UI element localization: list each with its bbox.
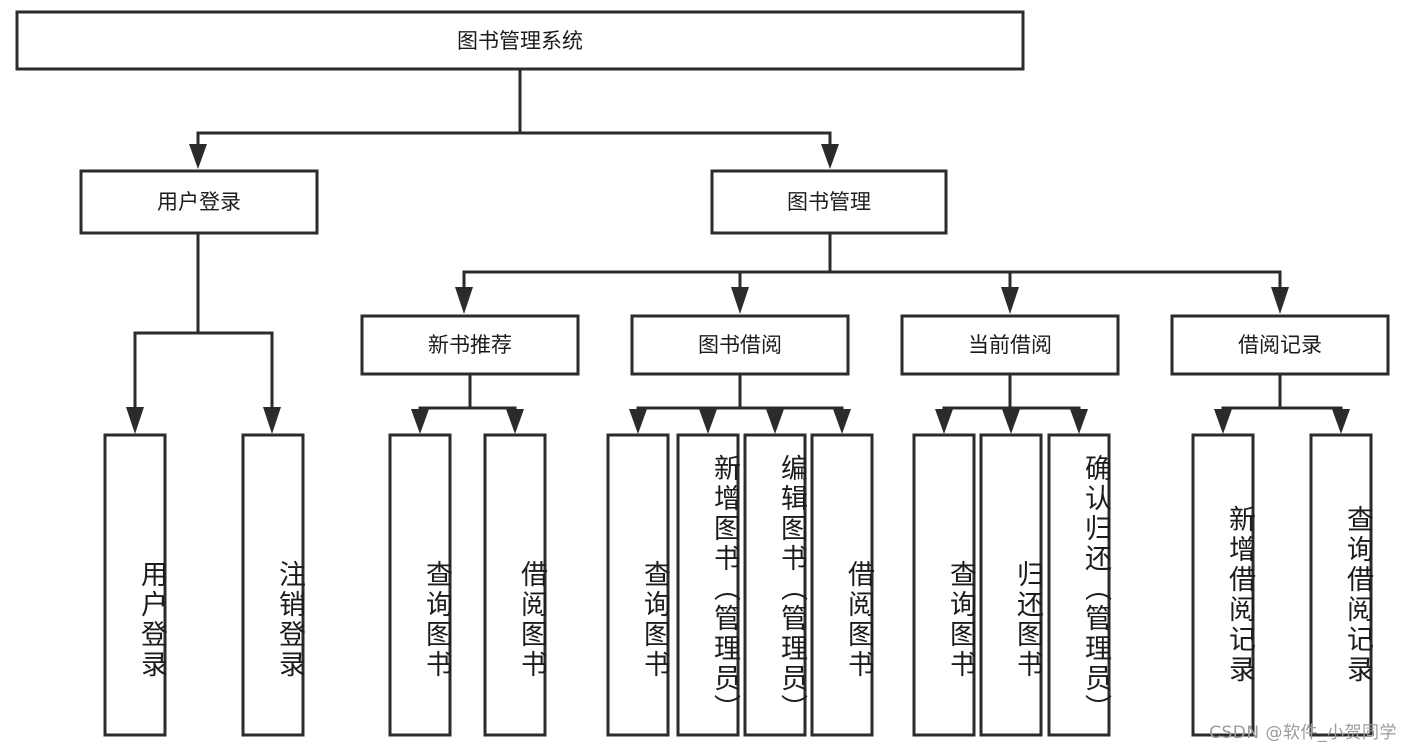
arrow-head-leaf-borrow-book-1 [506, 409, 524, 434]
arrow-head-book-mgmt [821, 144, 839, 169]
node-book-borrow-label: 图书借阅 [698, 333, 782, 357]
arrow-head-leaf-add-book [699, 409, 717, 434]
arrow-head-leaf-query-book-1 [411, 409, 429, 434]
leaf-box-return-book[interactable] [979, 433, 1043, 737]
arrow-head-leaf-logout [263, 407, 281, 434]
node-root-label: 图书管理系统 [457, 29, 583, 53]
arrow-head-current-borrow [1001, 287, 1019, 314]
connector-group-new-book [411, 373, 524, 434]
node-current-borrow[interactable]: 当前借阅 [900, 314, 1120, 376]
leaf-label-user-login: 用户登录 [136, 560, 167, 680]
arrow-head-leaf-return-book [1002, 409, 1020, 434]
node-new-book-recommend[interactable]: 新书推荐 [360, 314, 580, 376]
csdn-watermark: CSDN @软件_小贺同学 [1209, 723, 1397, 743]
node-borrow-record[interactable]: 借阅记录 [1170, 314, 1390, 376]
connector-group-user-login [126, 231, 281, 434]
arrow-head-new-book [455, 287, 473, 314]
node-book-borrow-box [630, 314, 850, 376]
leaf-label-query-book-1: 查询图书 [421, 560, 452, 680]
node-book-management[interactable]: 图书管理 [710, 169, 948, 235]
arrow-head-user-login [189, 144, 207, 169]
leaf-label-add-record: 新增借阅记录 [1224, 505, 1255, 685]
connector-group-book-mgmt [455, 231, 1289, 314]
connector-group-borrow-record [1214, 373, 1350, 434]
arrow-head-leaf-user-login [126, 407, 144, 434]
leaf-label-query-book-2: 查询图书 [639, 560, 670, 680]
leaf-box-query-book-1[interactable] [388, 433, 452, 737]
connector-group-root [189, 67, 839, 169]
leaf-label-add-book: 新增图书（管理员） [709, 454, 740, 724]
leaf-box-edit-book[interactable] [743, 433, 807, 737]
leaf-box-query-book-2[interactable] [606, 433, 670, 737]
node-current-borrow-label: 当前借阅 [968, 333, 1052, 357]
leaf-label-query-book-3: 查询图书 [945, 560, 976, 680]
node-book-borrow[interactable]: 图书借阅 [630, 314, 850, 376]
leaf-box-logout[interactable] [241, 433, 305, 737]
connector-group-current-borrow [935, 373, 1088, 434]
node-new-book-recommend-label: 新书推荐 [428, 333, 512, 357]
arrow-head-leaf-query-book-3 [935, 409, 953, 434]
arrow-head-borrow-record [1271, 287, 1289, 314]
leaf-box-query-book-3[interactable] [912, 433, 976, 737]
leaf-box-user-login[interactable] [103, 433, 167, 737]
arrow-head-leaf-query-book-2 [629, 409, 647, 434]
node-borrow-record-label: 借阅记录 [1238, 333, 1322, 357]
leaf-label-logout: 注销登录 [274, 560, 305, 680]
leaf-box-borrow-book-2[interactable] [810, 433, 874, 737]
leaf-label-borrow-book-1: 借阅图书 [516, 560, 547, 680]
leaf-label-return-book: 归还图书 [1012, 560, 1043, 680]
arrow-head-leaf-edit-book [766, 409, 784, 434]
arrow-head-leaf-add-record [1214, 409, 1232, 434]
node-root-box [15, 10, 1025, 71]
leaf-box-borrow-book-1[interactable] [483, 433, 547, 737]
node-user-login-box [79, 169, 319, 235]
arrow-head-leaf-confirm-return [1070, 409, 1088, 434]
node-new-book-recommend-box [360, 314, 580, 376]
leaf-label-edit-book: 编辑图书（管理员） [776, 454, 807, 724]
node-user-login-label: 用户登录 [157, 190, 241, 214]
node-book-management-label: 图书管理 [787, 190, 871, 214]
leaf-label-borrow-book-2: 借阅图书 [843, 560, 874, 680]
leaf-label-confirm-return: 确认归还（管理员） [1080, 454, 1111, 724]
node-root-system[interactable]: 图书管理系统 [15, 10, 1025, 71]
node-book-management-box [710, 169, 948, 235]
node-current-borrow-box [900, 314, 1120, 376]
arrow-head-leaf-query-record [1332, 409, 1350, 434]
leaf-label-query-record: 查询借阅记录 [1342, 505, 1373, 685]
leaf-box-query-record[interactable] [1309, 433, 1373, 737]
node-user-login[interactable]: 用户登录 [79, 169, 319, 235]
leaf-box-add-record[interactable] [1191, 433, 1255, 737]
arrow-head-leaf-borrow-book-2 [833, 409, 851, 434]
arrow-head-book-borrow [731, 287, 749, 314]
leaf-box-confirm-return[interactable] [1047, 433, 1111, 737]
node-borrow-record-box [1170, 314, 1390, 376]
connector-group-book-borrow [629, 373, 851, 434]
leaf-box-add-book[interactable] [676, 433, 740, 737]
